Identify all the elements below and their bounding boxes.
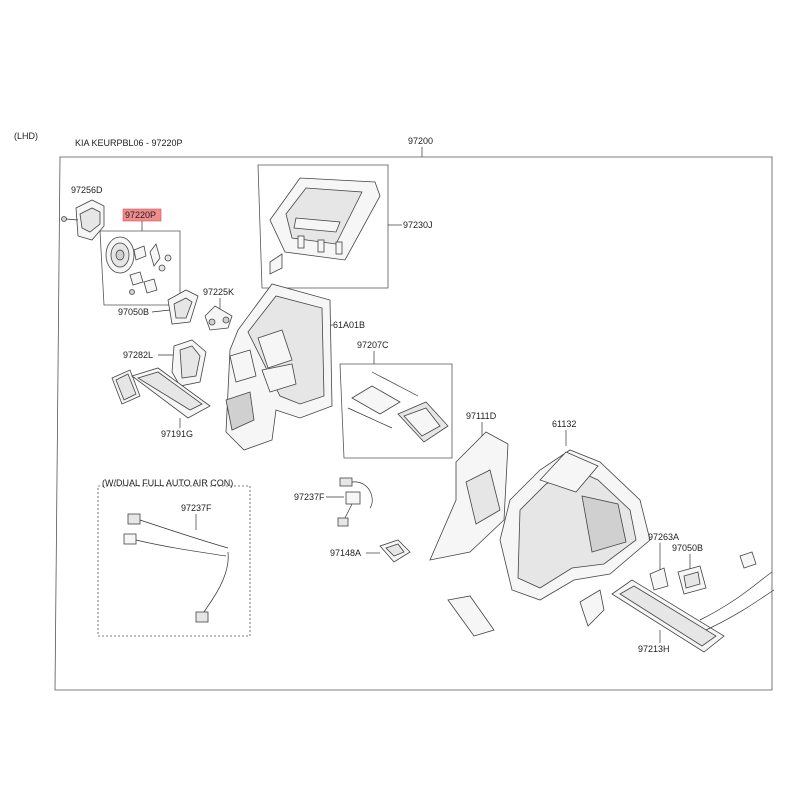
case-61A01B[interactable] bbox=[225, 283, 333, 451]
label-97200[interactable]: 97200 bbox=[408, 136, 433, 146]
label-97225K[interactable]: 97225K bbox=[203, 287, 234, 297]
frame-97207C bbox=[339, 363, 453, 459]
label-97213H[interactable]: 97213H bbox=[638, 644, 670, 654]
label-97050B-top[interactable]: 97050B bbox=[118, 307, 149, 317]
frame-97230J bbox=[257, 164, 389, 289]
case-61132[interactable] bbox=[447, 449, 651, 637]
filter-97191G[interactable] bbox=[111, 367, 211, 419]
filter-cover-97230J[interactable] bbox=[269, 177, 381, 275]
sensor-97263A[interactable] bbox=[649, 567, 669, 591]
label-97263A[interactable]: 97263A bbox=[648, 532, 679, 542]
dual-auto-box bbox=[97, 485, 251, 637]
actuator-97256D[interactable] bbox=[61, 199, 105, 241]
label-61132[interactable]: 61132 bbox=[552, 419, 576, 429]
sensor-97148A[interactable] bbox=[379, 539, 411, 563]
label-97050B-right[interactable]: 97050B bbox=[672, 543, 703, 553]
leader-97050B-top bbox=[151, 309, 171, 313]
variant-label: (LHD) bbox=[14, 131, 38, 141]
label-97237F-mid[interactable]: 97237F bbox=[294, 492, 325, 502]
duct-97282L[interactable] bbox=[171, 339, 207, 387]
label-97256D[interactable]: 97256D bbox=[71, 185, 103, 195]
resistor-97050B-top[interactable] bbox=[167, 289, 199, 325]
actuator-kit-97220P[interactable] bbox=[105, 236, 172, 295]
label-97148A[interactable]: 97148A bbox=[330, 548, 361, 558]
door-set-97207C[interactable] bbox=[347, 371, 449, 443]
label-97282L[interactable]: 97282L bbox=[123, 350, 153, 360]
assembly-frame bbox=[54, 156, 773, 691]
harness-97237F-box[interactable] bbox=[123, 513, 229, 623]
catalog-ref: KIA KEURPBL06 - 97220P bbox=[75, 138, 183, 148]
harness-97237F-mid[interactable] bbox=[337, 477, 373, 527]
label-97230J[interactable]: 97230J bbox=[403, 220, 433, 230]
label-97237F-box[interactable]: 97237F bbox=[181, 503, 212, 513]
resistor-97050B-right[interactable] bbox=[677, 565, 707, 595]
label-61A01B[interactable]: 61A01B bbox=[333, 320, 365, 330]
case-97111D[interactable] bbox=[429, 431, 509, 561]
label-97191G[interactable]: 97191G bbox=[161, 429, 193, 439]
linkage-97225K[interactable] bbox=[204, 305, 233, 331]
heater-core-97213H[interactable] bbox=[611, 551, 775, 653]
label-97220P[interactable]: 97220P bbox=[125, 210, 156, 220]
dual-auto-title: (W/DUAL FULL AUTO AIR CON) bbox=[102, 478, 233, 488]
label-97111D[interactable]: 97111D bbox=[466, 411, 497, 421]
label-97207C[interactable]: 97207C bbox=[357, 340, 389, 350]
